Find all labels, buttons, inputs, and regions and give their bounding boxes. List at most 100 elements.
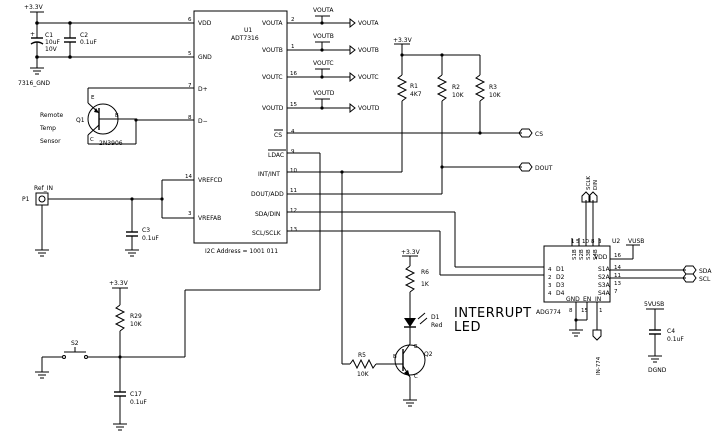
svg-text:S4B: S4B xyxy=(593,249,599,260)
svg-text:VOUTA: VOUTA xyxy=(313,7,334,14)
svg-text:4: 4 xyxy=(291,129,295,135)
din-label: DIN xyxy=(593,180,599,190)
svg-text:2: 2 xyxy=(291,17,295,23)
sclk-label: SCLK xyxy=(586,176,592,190)
svg-text:8: 8 xyxy=(188,115,192,121)
r3-ref: R3 xyxy=(489,84,497,91)
svg-text:11: 11 xyxy=(614,273,621,279)
svg-text:7: 7 xyxy=(614,289,618,295)
svg-text:12: 12 xyxy=(290,208,297,214)
u1-part: ADT7316 xyxy=(231,35,259,42)
q2-ref: Q2 xyxy=(424,351,433,358)
d1-ref: D1 xyxy=(431,314,440,321)
svg-text:15: 15 xyxy=(290,102,297,108)
r29-s2-c17: +3.3V R29 10K S2 C17 0.1uF xyxy=(35,280,185,431)
gnd-name: 7316_GND xyxy=(18,80,50,87)
svg-text:3: 3 xyxy=(188,211,192,217)
svg-text:1: 1 xyxy=(599,308,603,314)
r3-value: 10K xyxy=(489,92,502,99)
svg-text:16: 16 xyxy=(290,71,297,77)
svg-text:VOUTC: VOUTC xyxy=(358,74,379,81)
svg-text:5: 5 xyxy=(576,239,580,245)
cs-label: CS xyxy=(535,131,543,138)
p1-label: Ref_IN xyxy=(34,185,53,192)
r6-ref: R6 xyxy=(421,269,429,276)
vout-outputs: VOUTA VOUTA VOUTB VOUTB VOUTC VOUTC VOUT… xyxy=(287,7,380,114)
u1-address: I2C Address = 1001 011 xyxy=(205,248,278,255)
c4-decoupling: 5VUSB C4 0.1uF DGND xyxy=(644,301,684,374)
svg-text:16: 16 xyxy=(614,253,621,259)
dgnd-label: DGND xyxy=(648,367,667,374)
c4-value: 0.1uF xyxy=(667,336,684,343)
svg-text:VDD: VDD xyxy=(594,254,608,261)
svg-text:VDD: VDD xyxy=(198,20,212,27)
q1-part: 2N3906 xyxy=(99,140,123,147)
svg-text:DOUT/ADD: DOUT/ADD xyxy=(251,191,284,198)
svg-text:EN: EN xyxy=(583,296,591,303)
svg-text:INT/INT: INT/INT xyxy=(258,171,280,178)
c17-ref: C17 xyxy=(130,391,142,398)
svg-text:3: 3 xyxy=(548,283,552,289)
u2-ref: U2 xyxy=(612,238,620,245)
svg-text:VOUTD: VOUTD xyxy=(313,90,335,97)
svg-text:VREFAB: VREFAB xyxy=(198,215,221,222)
svg-text:INTERRUPT: INTERRUPT xyxy=(454,306,532,321)
svg-text:10: 10 xyxy=(290,168,297,174)
svg-text:S1B: S1B xyxy=(572,249,578,260)
r6-value: 1K xyxy=(421,281,430,288)
c1-voltage: 10V xyxy=(45,46,58,53)
svg-text:15: 15 xyxy=(581,308,588,314)
svg-text:7: 7 xyxy=(188,83,192,89)
svg-text:GND: GND xyxy=(198,54,212,61)
svg-text:VOUTD: VOUTD xyxy=(358,105,380,112)
c17-value: 0.1uF xyxy=(130,399,147,406)
u2-part: ADG774 xyxy=(536,309,561,316)
svg-text:Temp: Temp xyxy=(39,125,56,132)
r1-value: 4K7 xyxy=(410,91,422,98)
svg-text:LDAC: LDAC xyxy=(268,152,284,159)
svg-text:C: C xyxy=(414,374,418,380)
rail-r29-label: +3.3V xyxy=(109,280,129,287)
u1-ref: U1 xyxy=(244,27,252,34)
c3-ref: C3 xyxy=(142,227,150,234)
d1-value: Red xyxy=(431,322,443,329)
svg-text:1: 1 xyxy=(571,239,575,245)
svg-text:E: E xyxy=(91,95,95,101)
r29-value: 10K xyxy=(130,321,143,328)
svg-text:SDA/DIN: SDA/DIN xyxy=(255,211,280,218)
svg-text:D3: D3 xyxy=(556,282,565,289)
svg-text:D+: D+ xyxy=(198,86,208,93)
svg-text:SCL/SCLK: SCL/SCLK xyxy=(252,230,282,237)
r29-ref: R29 xyxy=(130,313,142,320)
svg-text:9: 9 xyxy=(291,149,295,155)
signal-wiring: CS DOUT xyxy=(184,128,553,364)
svg-text:D−: D− xyxy=(198,118,208,125)
svg-text:S3A: S3A xyxy=(598,282,611,289)
u1-adt7316: U1 ADT7316 I2C Address = 1001 011 VDD GN… xyxy=(185,10,297,255)
svg-text:14: 14 xyxy=(185,174,192,180)
c3-value: 0.1uF xyxy=(142,235,159,242)
in774-label: IN-774 xyxy=(596,356,602,375)
pullup-resistors: +3.3V R1 4K7 R2 10K R3 10K xyxy=(393,37,502,194)
svg-text:2: 2 xyxy=(548,275,552,281)
svg-text:+: + xyxy=(30,31,35,38)
svg-text:1: 1 xyxy=(291,44,295,50)
interrupt-led-circuit: +3.3V R6 1K D1 Red E B C Q2 R5 10K INTER… xyxy=(342,249,532,407)
svg-text:4: 4 xyxy=(548,291,552,297)
svg-text:13: 13 xyxy=(290,227,297,233)
r2-ref: R2 xyxy=(452,84,460,91)
scl-label: SCL xyxy=(699,276,711,283)
svg-text:E: E xyxy=(414,344,418,350)
svg-text:LED: LED xyxy=(454,320,481,335)
svg-text:S2B: S2B xyxy=(579,249,585,260)
svg-text:IN: IN xyxy=(595,296,601,303)
c1-value: 10uF xyxy=(45,39,60,46)
r5-value: 10K xyxy=(357,371,370,378)
c2-ref: C2 xyxy=(80,32,88,39)
r1-ref: R1 xyxy=(410,83,418,90)
svg-text:VOUTA: VOUTA xyxy=(358,20,379,27)
svg-text:VOUTB: VOUTB xyxy=(358,47,379,54)
svg-text:13: 13 xyxy=(614,281,621,287)
vusb-c4-label: 5VUSB xyxy=(644,301,664,308)
